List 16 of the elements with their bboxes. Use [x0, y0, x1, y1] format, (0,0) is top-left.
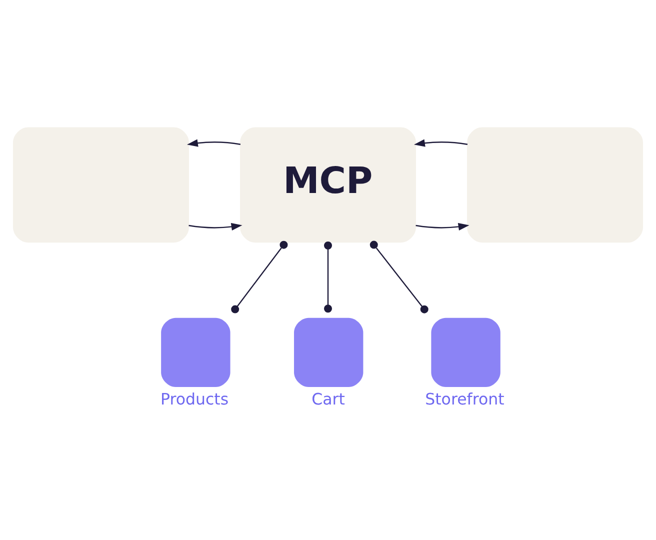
node-box	[431, 317, 500, 387]
node-box	[12, 126, 189, 242]
node-box: MCP	[240, 126, 416, 242]
arrow	[188, 222, 242, 230]
arrow	[416, 222, 470, 230]
node-box	[294, 317, 364, 387]
node-label: Products	[160, 389, 229, 408]
node-label: Storefront	[425, 389, 504, 408]
node-label: Cart	[312, 389, 345, 408]
node-box	[467, 126, 644, 242]
node-box	[161, 317, 230, 387]
arrow	[186, 138, 241, 146]
connector	[370, 240, 428, 313]
connector	[231, 240, 288, 313]
arrow	[414, 138, 468, 146]
connector	[324, 241, 332, 312]
